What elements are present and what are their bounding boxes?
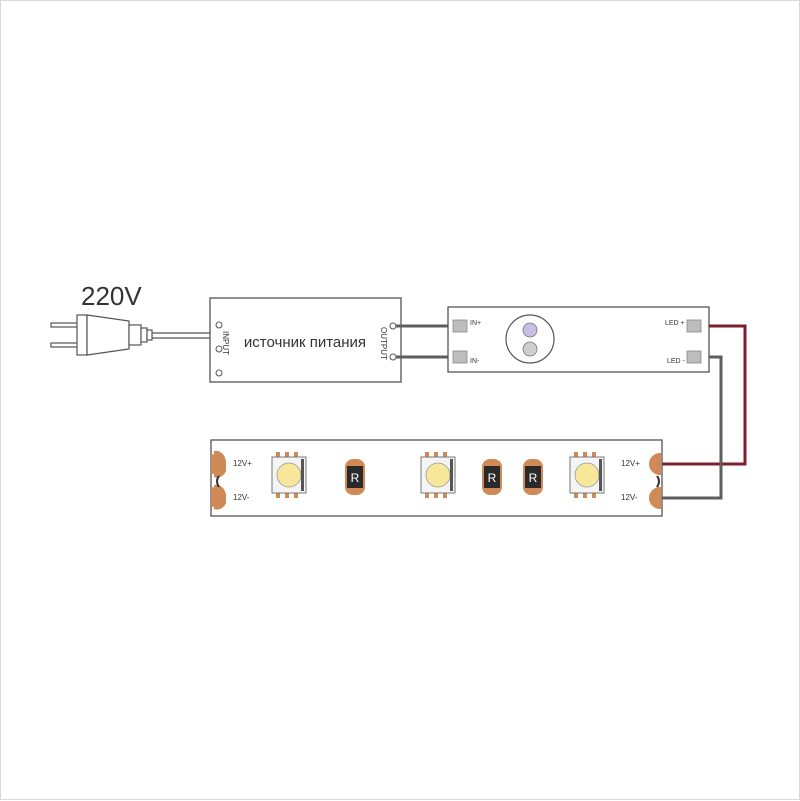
left-plus-label: 12V+: [233, 459, 252, 468]
left-plus-pad-body: [214, 450, 227, 478]
input-terminals: [215, 321, 223, 377]
smd-led: [569, 452, 605, 498]
resistor: R: [523, 459, 543, 495]
controller-box: [447, 306, 710, 373]
led-plus-label: LED +: [665, 320, 685, 327]
ir-receiver: [505, 314, 555, 364]
resistor-label: R: [529, 471, 538, 485]
led-minus-label: LED -: [667, 358, 686, 365]
cut-mark-icon: [656, 475, 660, 488]
smd-led: [271, 452, 307, 498]
led-minus-terminal: [686, 350, 702, 364]
led-plus-terminal: [686, 319, 702, 333]
left-minus-pad-body: [214, 484, 226, 510]
psu-to-controller-wires: [396, 324, 453, 359]
right-minus-pad: [648, 486, 661, 510]
output-label: OUTPUT: [379, 327, 388, 360]
in-minus-label: IN-: [470, 358, 480, 365]
led-strip: 12V+ 12V- 12V+ 12V-: [210, 439, 663, 517]
controller: IN+ IN- LED + LED -: [447, 306, 710, 373]
in-plus-label: IN+: [470, 320, 481, 327]
ir-sensor-icon: [522, 322, 538, 338]
in-plus-terminal: [452, 319, 468, 333]
left-minus-label: 12V-: [233, 493, 250, 502]
positive-wire: [661, 324, 747, 466]
power-supply: источник питания INPUT OUTPUT: [209, 297, 402, 383]
power-plug: [50, 314, 210, 356]
resistor-label: R: [488, 471, 497, 485]
cut-mark-icon: [216, 475, 220, 488]
button-icon: [522, 341, 538, 357]
smd-led: [420, 452, 456, 498]
resistor-label: R: [351, 471, 360, 485]
resistor: R: [482, 459, 502, 495]
right-minus-label: 12V-: [621, 493, 638, 502]
resistor: R: [345, 459, 365, 495]
right-plus-pad: [648, 452, 661, 476]
voltage-label: 220V: [81, 281, 142, 311]
controller-to-strip-wires: [661, 324, 747, 500]
power-supply-name: источник питания: [244, 334, 366, 351]
output-terminals: [389, 322, 397, 361]
power-supply-box: [209, 297, 402, 383]
input-label: INPUT: [221, 331, 230, 355]
negative-wire: [661, 355, 723, 500]
in-minus-terminal: [452, 350, 468, 364]
right-plus-label: 12V+: [621, 459, 640, 468]
